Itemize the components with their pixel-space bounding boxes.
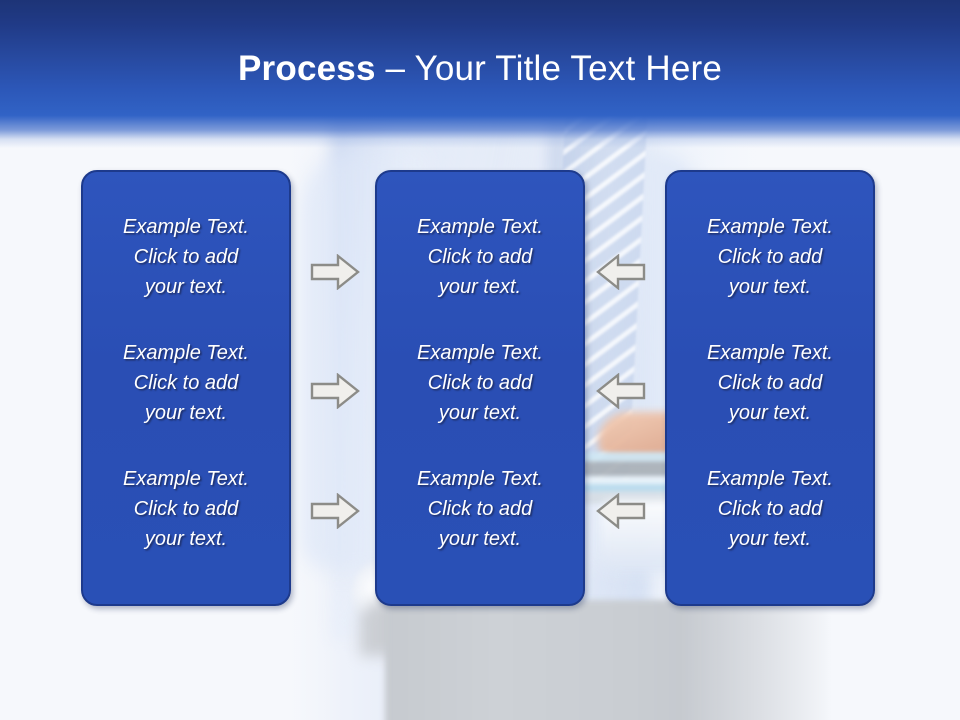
arrow-left-icon-1 bbox=[596, 254, 646, 290]
text-block-left-1[interactable]: Example Text. Click to add your text. bbox=[123, 216, 249, 298]
process-column-right[interactable]: Example Text. Click to add your text. Ex… bbox=[665, 170, 875, 606]
text-block-left-2[interactable]: Example Text. Click to add your text. bbox=[123, 342, 249, 424]
page-title: Process – Your Title Text Here bbox=[0, 48, 960, 90]
text-block-middle-3[interactable]: Example Text. Click to add your text. bbox=[417, 468, 543, 550]
header-banner: Process – Your Title Text Here bbox=[0, 0, 960, 148]
text-block-right-3[interactable]: Example Text. Click to add your text. bbox=[707, 468, 833, 550]
arrow-right-icon-1 bbox=[310, 254, 360, 290]
arrow-right-icon-3 bbox=[310, 493, 360, 529]
process-column-middle[interactable]: Example Text. Click to add your text. Ex… bbox=[375, 170, 585, 606]
text-block-right-2[interactable]: Example Text. Click to add your text. bbox=[707, 342, 833, 424]
process-column-left[interactable]: Example Text. Click to add your text. Ex… bbox=[81, 170, 291, 606]
text-block-middle-2[interactable]: Example Text. Click to add your text. bbox=[417, 342, 543, 424]
page-title-separator: – bbox=[375, 49, 415, 88]
text-block-middle-1[interactable]: Example Text. Click to add your text. bbox=[417, 216, 543, 298]
arrow-left-icon-3 bbox=[596, 493, 646, 529]
page-title-rest: Your Title Text Here bbox=[414, 49, 722, 88]
arrow-right-icon-2 bbox=[310, 373, 360, 409]
text-block-left-3[interactable]: Example Text. Click to add your text. bbox=[123, 468, 249, 550]
page-title-bold: Process bbox=[238, 49, 376, 88]
text-block-right-1[interactable]: Example Text. Click to add your text. bbox=[707, 216, 833, 298]
arrow-left-icon-2 bbox=[596, 373, 646, 409]
